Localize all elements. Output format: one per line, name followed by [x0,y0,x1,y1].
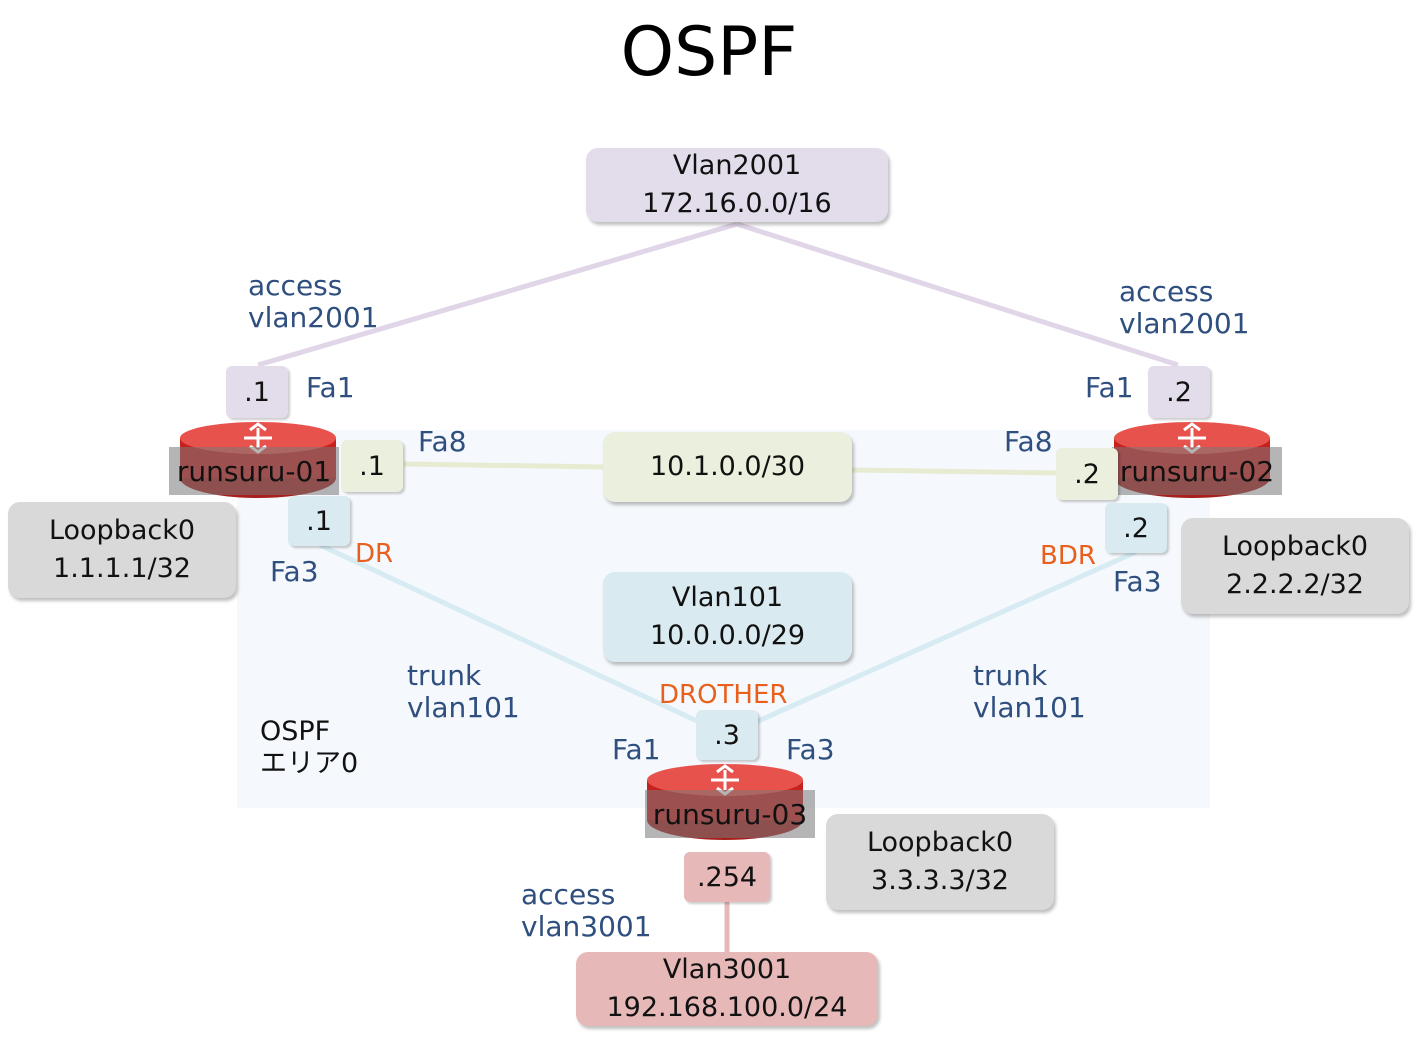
p2p-box: 10.1.0.0/30 [603,432,852,502]
vlan2001-box: Vlan2001 172.16.0.0/16 [586,148,888,222]
vlan3001-name: Vlan3001 [662,954,792,985]
r1-trunk-mode: trunk [407,659,482,692]
r3-loopback-box: Loopback0 3.3.3.3/32 [826,814,1054,910]
r2-fa3-label: Fa3 [1113,565,1162,598]
r1-access-vlan: vlan2001 [248,301,379,334]
r1-fa8-label: Fa8 [418,425,467,458]
r1-access-label: access vlan2001 [248,270,379,334]
area-label-protocol: OSPF [260,716,331,747]
r3-access-label: access vlan3001 [521,879,652,943]
r1-access-mode: access [248,269,343,302]
r2-fa1-label: Fa1 [1085,371,1134,404]
link-r1-p2p [403,461,605,470]
vlan101-subnet: 10.0.0.0/29 [649,620,806,651]
r2-trunk-mode: trunk [973,659,1048,692]
link-r1-vlan101 [318,542,729,738]
r3-access-mode: access [521,878,616,911]
vlan2001-name: Vlan2001 [672,150,802,181]
r2-trunk-vlan: vlan101 [973,691,1086,724]
r2-loopback-box: Loopback0 2.2.2.2/32 [1181,518,1409,614]
r3-loopback-ip: 3.3.3.3/32 [871,865,1009,896]
r1-fa1-label: Fa1 [306,371,355,404]
r2-fa1-ip: .2 [1148,366,1210,418]
r2-fa8-ip: .2 [1056,448,1118,500]
area-label-name: エリア0 [260,748,359,779]
r3-loopback-name: Loopback0 [866,827,1014,858]
r1-trunk-vlan: vlan101 [407,691,520,724]
link-r1-vlan2001 [257,221,738,368]
r1-fa3-ip: .1 [288,496,350,546]
r1-fa1-ip: .1 [226,366,288,418]
r1-trunk-label: trunk vlan101 [407,660,520,724]
r3-role: DROTHER [659,680,788,710]
r2-name: runsuru-02 [1112,447,1282,495]
vlan3001-box: Vlan3001 192.168.100.0/24 [576,952,878,1026]
r1-role: DR [355,539,394,569]
r3-down-ip: .254 [684,852,770,902]
vlan3001-subnet: 192.168.100.0/24 [606,992,848,1023]
r1-loopback-box: Loopback0 1.1.1.1/32 [8,502,236,598]
link-r2-p2p [851,467,1057,476]
r3-name: runsuru-03 [645,790,815,838]
r1-name: runsuru-01 [169,447,339,495]
r3-fa1-label: Fa1 [612,733,661,766]
link-r2-vlan101 [725,549,1138,738]
r1-fa8-ip: .1 [341,440,403,492]
r2-loopback-name: Loopback0 [1221,531,1369,562]
area-label: OSPF エリア0 [260,716,358,780]
page-title: OSPF [620,13,798,92]
r2-fa3-ip: .2 [1105,503,1167,553]
link-r2-vlan2001 [736,221,1179,368]
r2-access-mode: access [1119,275,1214,308]
r1-fa3-label: Fa3 [270,555,319,588]
r2-access-label: access vlan2001 [1119,276,1250,340]
vlan101-name: Vlan101 [671,582,784,613]
r3-up-ip: .3 [696,710,758,760]
r3-access-vlan: vlan3001 [521,910,652,943]
r2-access-vlan: vlan2001 [1119,307,1250,340]
r2-fa8-label: Fa8 [1004,425,1053,458]
r2-role: BDR [1040,541,1096,571]
vlan101-box: Vlan101 10.0.0.0/29 [603,572,852,662]
vlan2001-subnet: 172.16.0.0/16 [642,188,832,219]
r3-fa3-label: Fa3 [786,733,835,766]
p2p-subnet: 10.1.0.0/30 [649,451,806,482]
r2-trunk-label: trunk vlan101 [973,660,1086,724]
r1-loopback-name: Loopback0 [48,515,196,546]
r1-loopback-ip: 1.1.1.1/32 [53,553,191,584]
r2-loopback-ip: 2.2.2.2/32 [1226,569,1364,600]
